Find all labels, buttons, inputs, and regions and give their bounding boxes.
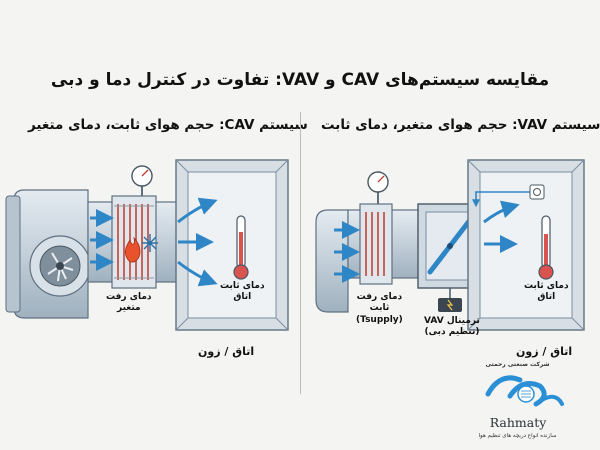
cav-duct-arrows [90, 209, 114, 271]
brand-logo [485, 375, 564, 407]
vav-supply-temp-line3: (Tsupply) [356, 314, 403, 325]
cav-heat-icon [125, 236, 141, 263]
cav-gauge-icon [131, 165, 153, 196]
vav-coil [359, 203, 393, 285]
cav-heading: سیستم CAV: حجم هوای ثابت، دمای متغیر [28, 117, 308, 133]
cav-room-temp-label: دمای ثابت اتاق [220, 281, 265, 304]
vav-thermostat-icon [529, 184, 545, 200]
vav-control-signal [472, 191, 530, 208]
brand-company: شرکت صنعتی رحمتی [485, 361, 550, 368]
cav-supply-temp-line1: دمای رفت [106, 292, 152, 302]
cav-room-temp-line1: دمای ثابت [220, 281, 265, 291]
vav-terminal-label: ترمینال VAV (تنظیم دبی) [424, 316, 480, 339]
vav-terminal-line2: (تنظیم دبی) [424, 327, 480, 338]
vav-supply-temp-line2: ثابت [369, 303, 390, 314]
cav-supply-temp-label: دمای رفت متغیر [106, 292, 152, 315]
vav-duct-arrows [334, 221, 360, 283]
vav-supply-temp-label: دمای رفت ثابت (Tsupply) [356, 292, 403, 326]
vav-room-temp-line1: دمای ثابت [524, 281, 569, 291]
cav-room-thermometer-icon [233, 215, 249, 280]
panel-divider [300, 112, 301, 394]
vav-terminal-line1: ترمینال VAV [424, 316, 480, 326]
vav-supply-temp-line1: دمای رفت [356, 292, 403, 302]
cav-zone-label: اتاق / زون [198, 345, 255, 358]
vav-fan-housing [315, 209, 349, 313]
cav-room [175, 159, 289, 331]
cav-supply-temp-line2: متغیر [116, 303, 141, 314]
cav-snowflake-icon [142, 234, 158, 252]
vav-damper-icon [427, 217, 473, 275]
cav-room-temp-line2: اتاق [233, 292, 252, 303]
vav-room-thermometer-icon [538, 215, 554, 280]
brand-tagline: سازنده انواع دریچه های تنظیم هوا [478, 433, 557, 439]
vav-gauge-icon [367, 171, 389, 204]
vav-heading: سیستم VAV: حجم هوای متغیر، دمای ثابت [321, 117, 600, 133]
cav-fan-housing [5, 189, 91, 319]
vav-room-temp-line2: اتاق [537, 292, 556, 303]
vav-room-arrows [483, 200, 520, 253]
brand-name: Rahmaty [489, 415, 547, 430]
vav-zone-label: اتاق / زون [516, 345, 573, 358]
page-title: مقایسه سیستم‌های CAV و VAV: تفاوت در کنت… [50, 70, 550, 90]
cav-room-arrows [177, 197, 218, 287]
vav-room-temp-label: دمای ثابت اتاق [524, 281, 569, 304]
vav-actuator-icon [438, 288, 462, 312]
